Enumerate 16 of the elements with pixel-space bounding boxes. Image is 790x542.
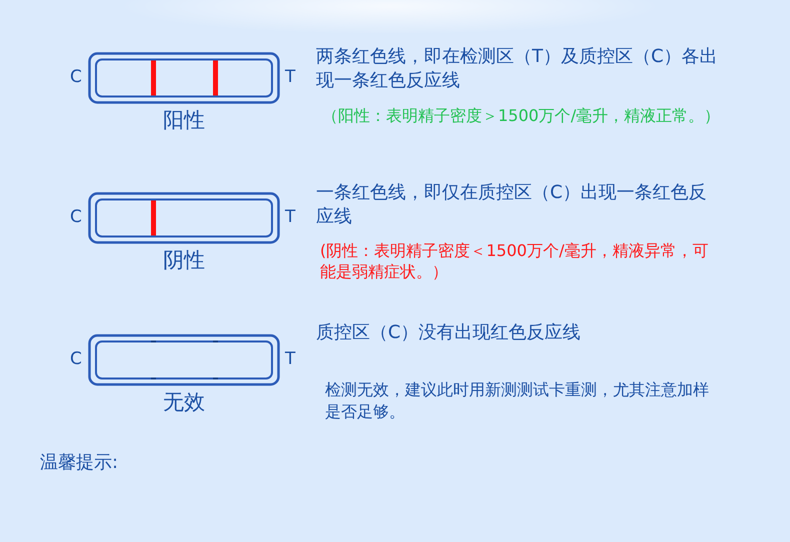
result-note: （阳性：表明精子密度＞1500万个/毫升，精液正常。） <box>322 105 720 127</box>
result-note: (阴性：表明精子密度＜1500万个/毫升，精液异常，可能是弱精症状。） <box>320 240 710 282</box>
strip-end-label: T <box>285 206 296 228</box>
strip-end-label: C <box>70 348 82 370</box>
strip-end-label: T <box>285 66 296 88</box>
result-label: 无效 <box>163 390 205 414</box>
strip-end-label: T <box>285 348 296 370</box>
result-label: 阴性 <box>163 248 205 272</box>
result-description: 质控区（C）没有出现红色反应线 <box>316 321 581 345</box>
strip-end-label: C <box>70 66 82 88</box>
tip-heading: 温馨提示: <box>40 452 118 474</box>
result-description: 一条红色线，即仅在质控区（C）出现一条红色反应线 <box>316 181 708 229</box>
result-note: 检测无效，建议此时用新测测试卡重测，尤其注意加样是否足够。 <box>325 379 710 423</box>
result-description: 两条红色线，即在检测区（T）及质控区（C）各出现一条红色反应线 <box>316 45 719 93</box>
result-label: 阳性 <box>163 108 205 132</box>
strip-end-label: C <box>70 206 82 228</box>
